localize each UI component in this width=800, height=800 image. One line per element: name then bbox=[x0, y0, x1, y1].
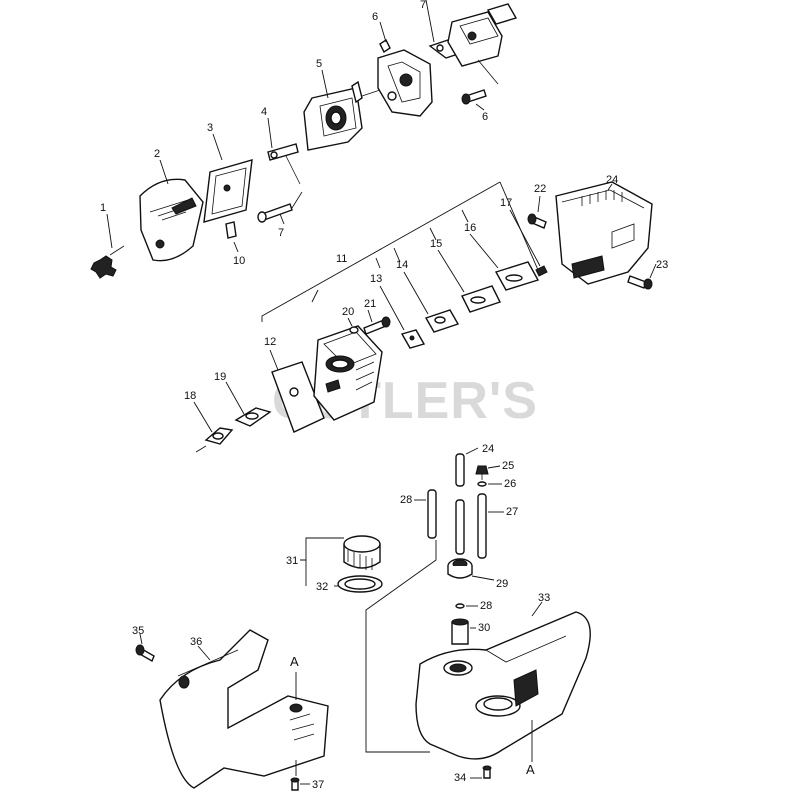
callout-38: 32 bbox=[316, 581, 328, 593]
callout-11: 7 bbox=[278, 227, 284, 239]
part-washer-22 bbox=[347, 317, 359, 334]
callout-1: 1 bbox=[100, 202, 106, 214]
part-tube-mid bbox=[455, 499, 465, 555]
part-bolt-24b bbox=[627, 263, 657, 290]
callout-29: 27 bbox=[506, 506, 518, 518]
section-mark-a-right: A bbox=[526, 762, 535, 777]
part-fuel-filter bbox=[451, 618, 476, 645]
callout-12: 10 bbox=[233, 255, 245, 267]
part-bolt-10 bbox=[461, 89, 487, 111]
callout-37: 31 bbox=[286, 555, 298, 567]
part-air-filter-cover bbox=[139, 159, 204, 262]
callout-36: 36 bbox=[190, 636, 202, 648]
part-bolt-24a bbox=[527, 195, 547, 229]
callout-20: 18 bbox=[184, 390, 196, 402]
part-bracket bbox=[267, 117, 301, 185]
part-gasket-16 bbox=[403, 271, 460, 333]
callout-30: 29 bbox=[496, 578, 508, 590]
part-insulator bbox=[447, 3, 518, 85]
callout-19: 17 bbox=[500, 197, 512, 209]
callout-10: 6 bbox=[482, 111, 488, 123]
callout-2: 2 bbox=[154, 148, 160, 160]
part-filter-27 bbox=[475, 465, 501, 480]
part-gasket-18 bbox=[469, 233, 540, 291]
part-fuel-tank bbox=[415, 601, 591, 760]
callout-32: 33 bbox=[538, 592, 550, 604]
callout-35: 35 bbox=[132, 625, 144, 637]
callout-31: 30 bbox=[478, 622, 490, 634]
callout-4: 4 bbox=[261, 106, 267, 118]
callout-27: 25 bbox=[502, 460, 514, 472]
part-screw-11 bbox=[257, 191, 303, 225]
callout-6: 6 bbox=[372, 11, 378, 23]
part-handle bbox=[159, 629, 329, 789]
part-tube-29 bbox=[477, 493, 504, 559]
part-screw-34 bbox=[290, 777, 310, 791]
callout-3: 3 bbox=[207, 122, 213, 134]
part-bolt-19 bbox=[509, 209, 548, 277]
callout-7: 7 bbox=[420, 0, 426, 11]
callout-16: 14 bbox=[396, 259, 408, 271]
callout-14: 12 bbox=[264, 336, 276, 348]
part-tube-39 bbox=[414, 489, 437, 539]
part-grommet-30 bbox=[447, 558, 495, 581]
callout-22: 20 bbox=[342, 306, 354, 318]
part-muffler-cover bbox=[555, 181, 653, 285]
callout-34: 37 bbox=[312, 779, 324, 791]
callout-26: 24 bbox=[482, 443, 494, 455]
callout-15: 13 bbox=[370, 273, 382, 285]
callout-28b: 28 bbox=[480, 600, 492, 612]
part-plate-12 bbox=[225, 221, 239, 253]
callout-24a: 22 bbox=[534, 183, 546, 195]
part-muffler-body bbox=[313, 325, 383, 421]
part-screw-33 bbox=[470, 765, 492, 779]
part-heat-shield bbox=[269, 349, 325, 433]
callout-28a: 26 bbox=[504, 478, 516, 490]
part-flange-15 bbox=[379, 285, 426, 349]
part-gasket-21 bbox=[225, 381, 272, 427]
callout-25: 24 bbox=[606, 174, 618, 186]
callout-18: 16 bbox=[464, 222, 476, 234]
part-ring-28b bbox=[455, 603, 478, 609]
callout-33: 34 bbox=[454, 772, 466, 784]
part-cap-gasket bbox=[334, 575, 383, 593]
part-ring-28a bbox=[477, 481, 502, 487]
callout-39: 28 bbox=[400, 494, 412, 506]
part-carburetor bbox=[361, 21, 433, 117]
part-fuel-cap bbox=[300, 535, 381, 586]
part-gasket-20 bbox=[193, 401, 234, 453]
part-filter-element bbox=[203, 133, 253, 223]
part-gasket-17 bbox=[437, 249, 501, 313]
callout-5: 5 bbox=[316, 58, 322, 70]
part-screw-35 bbox=[135, 633, 155, 663]
part-knob bbox=[90, 213, 125, 279]
callout-17: 15 bbox=[430, 238, 442, 250]
part-filter-base bbox=[303, 69, 363, 151]
callout-13: 11 bbox=[336, 253, 347, 265]
callout-23: 21 bbox=[364, 298, 376, 310]
part-bolt-23 bbox=[363, 309, 391, 335]
callout-21: 19 bbox=[214, 371, 226, 383]
callout-24b: 23 bbox=[656, 259, 668, 271]
part-tube-26 bbox=[455, 447, 479, 487]
section-mark-a-left: A bbox=[290, 654, 299, 669]
